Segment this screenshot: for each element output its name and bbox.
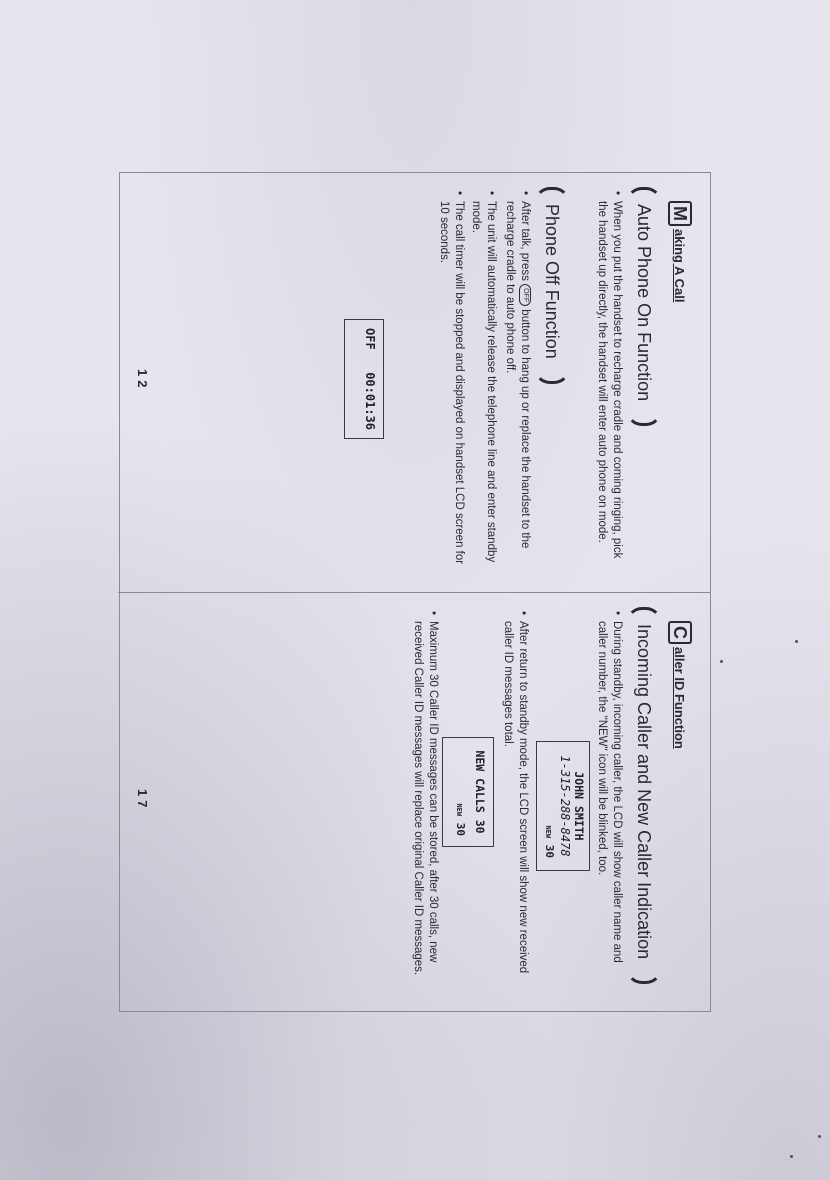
bullet-incoming-2: After return to standby mode, the LCD sc…: [501, 611, 530, 991]
speck: [790, 1155, 793, 1158]
section-title: aking A Call: [672, 229, 688, 303]
lcd-off-label: OFF: [363, 328, 377, 350]
page-17: C aller ID Function Incoming Caller and …: [118, 593, 710, 1013]
lcd-new-calls: NEW CALLS 30 NEW 30: [442, 737, 494, 847]
bullet-phone-off-3: The call timer will be stopped and displ…: [437, 191, 466, 571]
lcd-caller-number: 1-315-288-8478: [558, 755, 572, 857]
lcd-new-indicator: NEW 30: [454, 803, 467, 836]
page-12: M aking A Call Auto Phone On Function Wh…: [118, 173, 710, 593]
manual-spread: M aking A Call Auto Phone On Function Wh…: [118, 172, 711, 1013]
bullet-auto-on: When you put the handset to recharge cra…: [595, 191, 624, 571]
lcd-off-timer: OFF 00:01:36: [344, 319, 384, 439]
lcd-count: 30: [543, 844, 556, 858]
bullet-text: After talk, press: [519, 201, 531, 281]
page-number: 12: [135, 369, 150, 392]
lcd-new-calls-text: NEW CALLS 30: [473, 750, 487, 834]
speck: [720, 660, 723, 663]
speck: [795, 640, 798, 643]
section-heading-making-a-call: M aking A Call: [668, 201, 692, 302]
section-title: aller ID Function: [672, 647, 688, 749]
lcd-new-indicator: NEW 30: [543, 825, 556, 858]
speck: [818, 1135, 821, 1138]
lcd-caller-display: JOHN SMITH 1-315-288-8478 NEW 30: [536, 741, 590, 871]
bullet-phone-off-2: The unit will automatically release the …: [469, 191, 498, 571]
heading-auto-phone-on: Auto Phone On Function: [626, 187, 662, 427]
section-initial: C: [668, 621, 692, 644]
bullet-phone-off-1: After talk, press OFF button to hang up …: [503, 191, 532, 571]
section-initial: M: [668, 201, 692, 226]
page-number: 17: [135, 789, 150, 812]
new-icon: NEW: [455, 803, 463, 817]
bullet-incoming-3: Maximum 30 Caller ID messages can be sto…: [411, 611, 440, 991]
lcd-timer: 00:01:36: [363, 372, 377, 430]
bullet-incoming-1: During standby, incoming caller, the LCD…: [595, 611, 624, 991]
new-icon: NEW: [544, 825, 552, 839]
heading-phone-off: Phone Off Function: [534, 187, 570, 384]
off-button-icon: OFF: [519, 284, 532, 307]
section-heading-caller-id: C aller ID Function: [668, 621, 692, 749]
lcd-count: 30: [454, 822, 467, 836]
heading-incoming-caller: Incoming Caller and New Caller Indicatio…: [626, 607, 662, 985]
lcd-caller-name: JOHN SMITH: [572, 771, 586, 841]
